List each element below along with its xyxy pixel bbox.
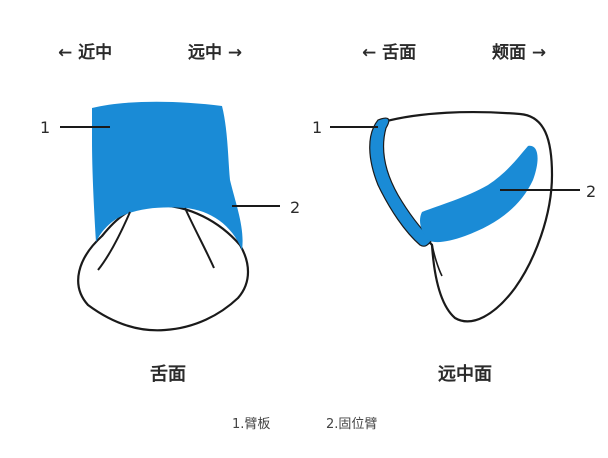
lingual-callout-2: 2 <box>290 198 300 217</box>
distal-callout-1: 1 <box>312 118 322 137</box>
direction-label-mesial: ← 近中 <box>58 42 112 63</box>
lingual-view-caption: 舌面 <box>150 363 186 385</box>
legend-item-retentive-arm: 2.固位臂 <box>326 417 377 432</box>
distal-view: 1 2 远中面 <box>312 112 596 385</box>
direction-label-buccal: 颊面 → <box>492 42 546 63</box>
direction-label-lingual: ← 舌面 <box>362 42 416 63</box>
legend-item-plate: 1.臂板 <box>232 417 270 432</box>
lingual-view: 1 2 舌面 <box>40 102 300 385</box>
lingual-callout-1: 1 <box>40 118 50 137</box>
distal-view-caption: 远中面 <box>438 363 492 385</box>
distal-callout-2: 2 <box>586 182 596 201</box>
direction-label-distal: 远中 → <box>188 42 242 63</box>
legend: 1.臂板 2.固位臂 <box>232 417 377 432</box>
